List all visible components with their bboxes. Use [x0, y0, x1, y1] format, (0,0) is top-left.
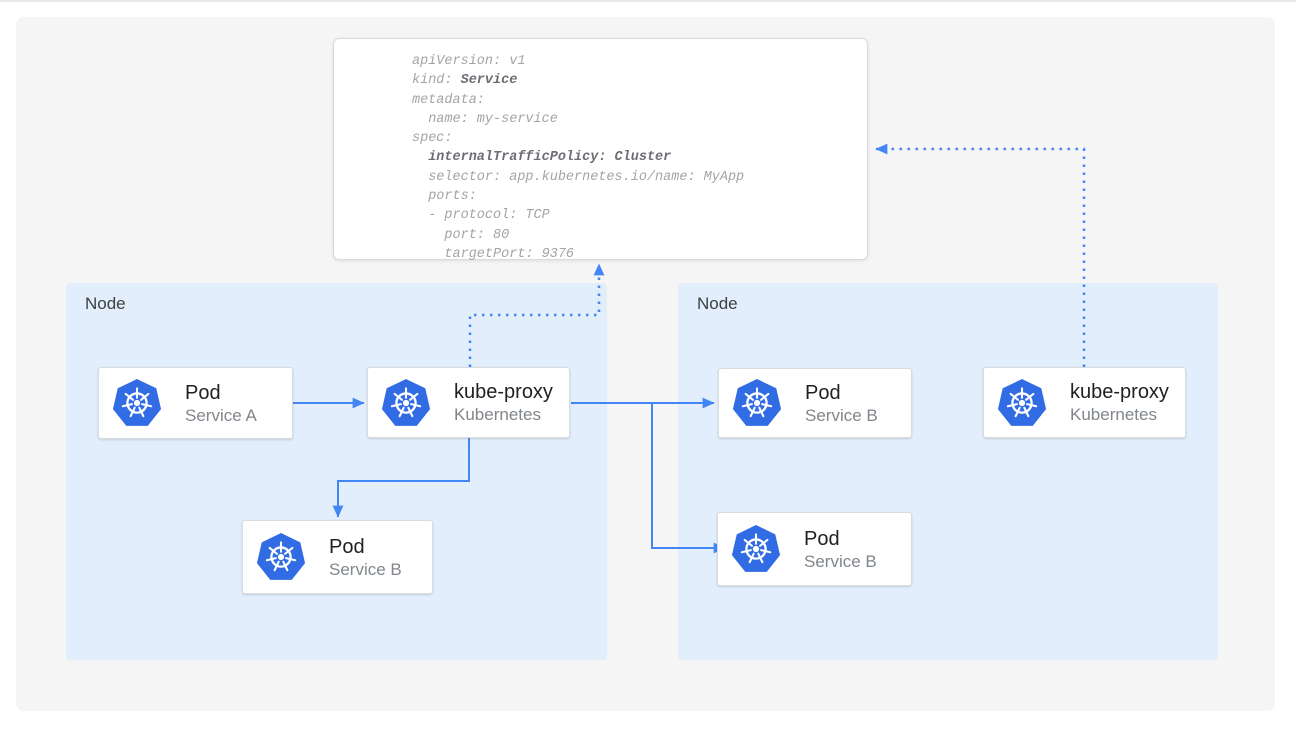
- kubernetes-icon: [732, 378, 782, 428]
- node-label: Node: [85, 294, 126, 313]
- card-title: Pod: [804, 527, 840, 550]
- card-pod-service-b-right-top: Pod Service B: [718, 368, 912, 438]
- card-subtitle: Service B: [804, 551, 877, 571]
- page-top-divider: [0, 0, 1296, 2]
- card-subtitle: Kubernetes: [1070, 405, 1157, 424]
- card-title: kube-proxy: [454, 381, 553, 403]
- card-pod-service-a: Pod Service A: [98, 367, 293, 439]
- card-title: Pod: [185, 381, 221, 404]
- node-box-right: Node: [678, 283, 1218, 660]
- card-subtitle: Service A: [185, 405, 257, 425]
- card-subtitle: Service B: [329, 559, 402, 579]
- kubernetes-icon: [112, 378, 162, 428]
- card-subtitle: Kubernetes: [454, 405, 541, 424]
- card-kube-proxy-left: kube-proxy Kubernetes: [367, 367, 570, 438]
- card-title: Pod: [329, 535, 365, 558]
- card-pod-service-b-left: Pod Service B: [242, 520, 433, 594]
- card-kube-proxy-right: kube-proxy Kubernetes: [983, 367, 1186, 438]
- kubernetes-icon: [997, 377, 1047, 428]
- kubernetes-icon: [381, 377, 431, 428]
- kubernetes-icon: [256, 532, 306, 582]
- node-label: Node: [697, 294, 738, 313]
- card-title: Pod: [805, 381, 841, 404]
- node-box-left: Node: [66, 283, 607, 660]
- card-pod-service-b-right-bottom: Pod Service B: [717, 512, 912, 586]
- card-subtitle: Service B: [805, 405, 878, 425]
- kubernetes-icon: [731, 524, 781, 574]
- card-title: kube-proxy: [1070, 381, 1169, 403]
